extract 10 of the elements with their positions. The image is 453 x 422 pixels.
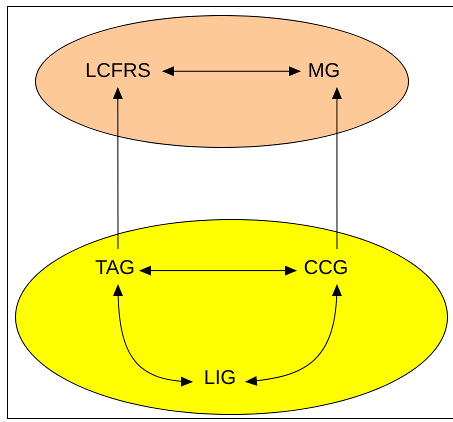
- arrow: [139, 266, 297, 276]
- arrow: [113, 284, 193, 386]
- node-label: LCFRS: [78, 59, 158, 83]
- arrow: [332, 87, 342, 250]
- node-label: LIG: [199, 366, 241, 390]
- arrow: [162, 66, 301, 76]
- node-label: TAG: [95, 256, 135, 280]
- node-label: CCG: [303, 256, 349, 280]
- arrow: [245, 284, 342, 386]
- node-label: MG: [307, 59, 341, 83]
